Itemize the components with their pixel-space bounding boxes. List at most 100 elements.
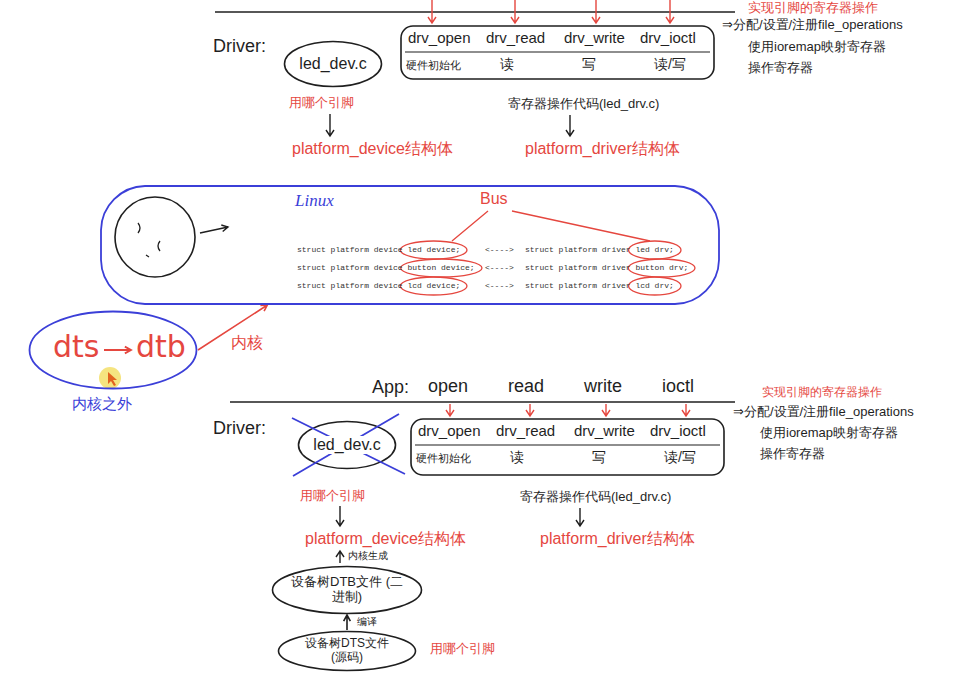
- call-arrow: [682, 404, 690, 416]
- node-text: led_dev.c: [299, 55, 366, 73]
- annotation-label: 用哪个引脚: [430, 642, 495, 657]
- node-text: struct platform device lcd device;: [297, 281, 460, 291]
- annotation-label: 用哪个引脚: [289, 96, 354, 111]
- node-text: Linux: [295, 191, 334, 211]
- node-text: struct platform driver led drv;: [525, 245, 674, 255]
- annotation-label: platform_driver结构体: [525, 140, 680, 158]
- node-text: struct platform driver button drv;: [525, 263, 688, 273]
- node-text: 硬件初始化: [406, 59, 461, 72]
- node-text: 读/写: [664, 449, 696, 465]
- edge-label: 内核: [231, 334, 263, 352]
- node-text: drv_ioctl: [650, 422, 706, 439]
- bus-leader: [452, 211, 650, 241]
- node-text: dts: [53, 332, 99, 362]
- node-text: 写: [582, 56, 596, 72]
- dtb-file-node: 设备树DTB文件 (二进制): [271, 565, 423, 615]
- ellipse-outline: [299, 422, 396, 469]
- annotation-label: ioctl: [662, 376, 694, 397]
- annotation-label: open: [428, 376, 468, 397]
- node-text: drv_ioctl: [640, 29, 696, 46]
- call-arrow: [602, 404, 610, 416]
- call-arrow: [592, 0, 600, 23]
- node-text: 写: [592, 449, 606, 465]
- annotation-label: 实现引脚的寄存器操作: [748, 1, 878, 16]
- annotation-label: ⇒分配/设置/注册file_operations: [733, 405, 914, 420]
- region-outline: [101, 186, 719, 304]
- node-text: 设备树DTB文件 (二进制): [291, 575, 403, 605]
- driver-functions-box: drv_open drv_read drv_write drv_ioctl 硬件初始化 读…: [400, 25, 715, 80]
- row-divider: [405, 51, 710, 52]
- node-text: 读: [500, 56, 514, 72]
- call-arrow: [526, 404, 534, 416]
- annotation-label: Bus: [480, 190, 508, 208]
- app-driver-divider: [230, 401, 735, 403]
- node-text: <---->: [485, 263, 514, 273]
- sketch-arrow: [200, 225, 228, 233]
- driver-functions-box: drv_opendrv_readdrv_writedrv_ioctl硬件初始化读…: [410, 418, 725, 476]
- node-text: 读: [510, 449, 524, 465]
- rounded-box-outline: [401, 26, 714, 79]
- node-text: drv_write: [574, 422, 635, 439]
- annotation-label: Driver:: [213, 36, 266, 57]
- compile-arrow: [104, 347, 131, 354]
- annotation-label: platform_device结构体: [292, 140, 453, 158]
- mouse-cursor-highlight: [99, 367, 121, 389]
- connector-arrow: [344, 615, 351, 630]
- node-text: struct platform device button device;: [297, 263, 475, 273]
- down-arrow: [326, 114, 334, 136]
- sketch-circle: [115, 197, 195, 277]
- node-text: drv_write: [564, 29, 625, 46]
- node-text: 设备树DTS文件 (源码): [297, 637, 397, 665]
- annotation-label: 寄存器操作代码(led_drv.c): [520, 490, 671, 505]
- node-text: struct platform device led device;: [297, 245, 460, 255]
- annotation-label: write: [584, 376, 622, 397]
- annotation-label: 内核生成: [348, 550, 388, 562]
- annotation-label: platform_device结构体: [305, 530, 466, 548]
- row-divider: [415, 444, 720, 445]
- node-text: 读/写: [654, 56, 686, 72]
- edge-label: 编译: [357, 616, 377, 628]
- cross-out-mark: [292, 414, 405, 476]
- annotation-label: 内核之外: [72, 395, 132, 412]
- annotation-label: 操作寄存器: [748, 61, 813, 76]
- node-text: dtb: [136, 332, 186, 362]
- annotation-label: read: [508, 376, 544, 397]
- annotation-label: platform_driver结构体: [540, 530, 695, 548]
- mouse-cursor: [108, 372, 117, 386]
- node-text: drv_read: [486, 29, 545, 46]
- ellipse-outline: [273, 567, 422, 614]
- ellipse-outline: [285, 42, 382, 87]
- annotation-label: ⇒分配/设置/注册file_operations: [722, 18, 903, 33]
- down-arrow: [566, 115, 574, 136]
- dts-file-node: 设备树DTS文件 (源码): [277, 630, 417, 672]
- node-text: drv_open: [408, 29, 471, 46]
- call-arrow: [666, 0, 674, 23]
- annotation-label: 用哪个引脚: [300, 489, 365, 504]
- annotation-label: 实现引脚的寄存器操作: [762, 386, 882, 400]
- node-text: drv_open: [418, 422, 481, 439]
- annotation-label: 使用ioremap映射寄存器: [748, 40, 886, 55]
- crossed-source-file-node: led_dev.c: [297, 420, 397, 470]
- oval-outline: [30, 312, 197, 389]
- device-tree-oval: dts dtb: [28, 310, 198, 390]
- kernel-bus-region: Linux struct platform device led device; <…: [100, 185, 720, 305]
- node-text: <---->: [485, 245, 514, 255]
- call-arrow: [428, 0, 436, 23]
- call-arrow: [446, 404, 454, 416]
- call-arrow: [511, 0, 519, 23]
- ellipse-outline: [279, 632, 416, 671]
- up-arrow: [336, 551, 344, 563]
- sketch-scribble: [138, 223, 160, 257]
- node-text: drv_read: [496, 422, 555, 439]
- rounded-box-outline: [411, 419, 724, 475]
- app-driver-divider: [215, 11, 735, 13]
- source-file-node: led_dev.c: [283, 40, 383, 88]
- down-arrow: [336, 506, 344, 526]
- node-text: led_dev.c: [311, 436, 382, 454]
- annotation-label: App:: [372, 377, 409, 398]
- node-text: struct platform driver lcd drv;: [525, 281, 674, 291]
- annotation-label: 寄存器操作代码(led_drv.c): [508, 97, 659, 112]
- annotation-label: Driver:: [213, 418, 266, 439]
- annotation-label: 使用ioremap映射寄存器: [760, 426, 898, 441]
